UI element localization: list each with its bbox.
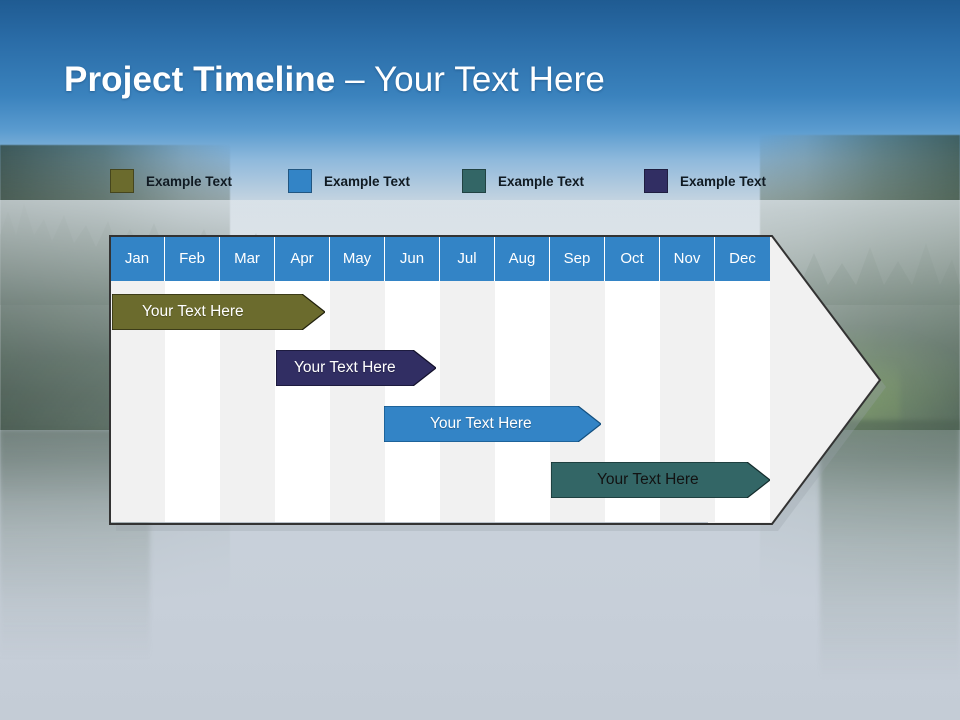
task-bar-3[interactable]: Your Text Here: [384, 406, 601, 442]
legend-label-3: Example Text: [498, 173, 585, 189]
task-bar-4[interactable]: Your Text Here: [551, 462, 770, 498]
title-light-part: Your Text Here: [373, 60, 605, 99]
title-bold-part: Project Timeline: [64, 60, 336, 99]
legend-item-1[interactable]: Example Text: [110, 168, 232, 194]
month-cell-jun[interactable]: Jun: [385, 236, 440, 281]
task-bar-3-label: Your Text Here: [430, 415, 532, 432]
legend-swatch-icon-4: [644, 169, 668, 193]
month-cell-apr[interactable]: Apr: [275, 236, 330, 281]
legend: Example Text Example Text Example Text E…: [110, 168, 830, 198]
task-bar-3-shape: [384, 406, 601, 442]
background-lake-reflection-right: [820, 420, 960, 680]
task-bar-2[interactable]: Your Text Here: [276, 350, 436, 386]
legend-label-2: Example Text: [324, 173, 411, 189]
grid-col-jul: [440, 281, 495, 522]
legend-item-2[interactable]: Example Text: [288, 168, 410, 194]
month-cell-oct[interactable]: Oct: [605, 236, 660, 281]
task-bar-4-shape: [551, 462, 770, 498]
legend-label-4: Example Text: [680, 173, 767, 189]
month-cell-sep[interactable]: Sep: [550, 236, 605, 281]
legend-item-3[interactable]: Example Text: [462, 168, 584, 194]
task-bar-1-label: Your Text Here: [142, 303, 244, 320]
task-bar-4-label: Your Text Here: [597, 471, 699, 488]
timeline-chart: Jan Feb Mar Apr May Jun Jul Aug Sep Oct …: [108, 234, 888, 534]
month-cell-nov[interactable]: Nov: [660, 236, 715, 281]
month-cell-may[interactable]: May: [330, 236, 385, 281]
grid-col-jun: [385, 281, 440, 522]
month-cell-dec[interactable]: Dec: [715, 236, 770, 281]
month-cell-mar[interactable]: Mar: [220, 236, 275, 281]
month-cell-aug[interactable]: Aug: [495, 236, 550, 281]
month-cell-feb[interactable]: Feb: [165, 236, 220, 281]
timeline-arrow-outline: [109, 235, 882, 525]
slide-title: Project Timeline – Your Text Here: [64, 56, 605, 104]
legend-swatch-icon-1: [110, 169, 134, 193]
month-cell-jan[interactable]: Jan: [110, 236, 165, 281]
legend-label-1: Example Text: [146, 173, 233, 189]
title-separator: –: [335, 60, 374, 99]
grid-col-may: [330, 281, 385, 522]
task-bar-2-shape: [276, 350, 436, 386]
month-cell-jul[interactable]: Jul: [440, 236, 495, 281]
legend-item-4[interactable]: Example Text: [644, 168, 766, 194]
grid-col-aug: [495, 281, 550, 522]
task-bar-1-shape: [112, 294, 325, 330]
timeline-month-header-row: Jan Feb Mar Apr May Jun Jul Aug Sep Oct …: [110, 236, 770, 281]
legend-swatch-icon-2: [288, 169, 312, 193]
task-bar-2-label: Your Text Here: [294, 359, 396, 376]
task-bar-1[interactable]: Your Text Here: [112, 294, 325, 330]
legend-swatch-icon-3: [462, 169, 486, 193]
